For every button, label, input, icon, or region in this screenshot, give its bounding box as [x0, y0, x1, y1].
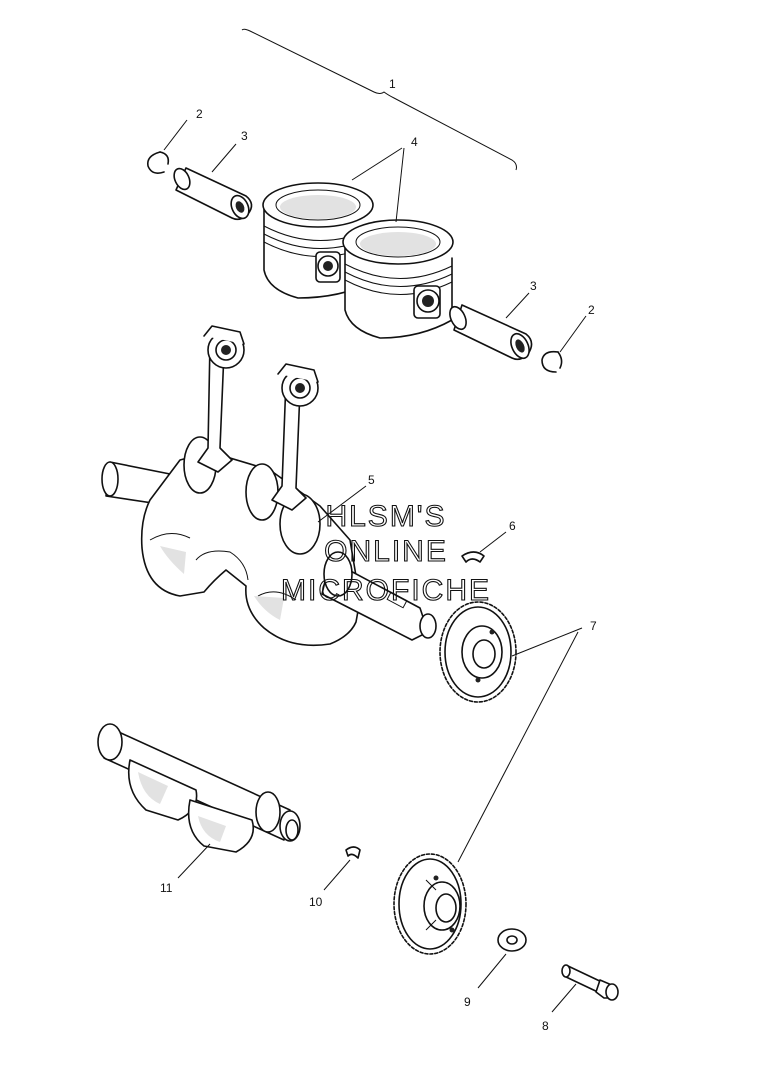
watermark-line-3: MICROFICHE [281, 574, 491, 607]
washer [497, 928, 527, 952]
callout-3-lower: 3 [530, 279, 537, 293]
callout-2-lower: 2 [588, 303, 595, 317]
circlip-upper [146, 151, 170, 174]
callout-11: 11 [160, 881, 173, 895]
crankshaft-assembly [101, 325, 437, 647]
piston-left [262, 182, 375, 299]
callout-9: 9 [464, 995, 471, 1009]
piston-pin-upper [173, 167, 253, 221]
balance-gear [393, 853, 467, 955]
woodruff-key-upper [461, 551, 485, 563]
watermark-line-1: HLSM'S [325, 500, 446, 533]
callout-7: 7 [590, 619, 597, 633]
piston-right [342, 219, 454, 339]
callout-labels: 1 2 3 4 3 2 5 6 7 11 10 9 8 [160, 77, 597, 1033]
watermark-line-2: ONLINE [324, 535, 448, 568]
balance-shaft [97, 723, 301, 853]
callout-3-upper: 3 [241, 129, 248, 143]
crank-gear [439, 601, 517, 703]
callout-2-upper: 2 [196, 107, 203, 121]
circlip-lower [541, 350, 563, 373]
callout-1: 1 [389, 77, 396, 91]
callout-6: 6 [509, 519, 516, 533]
callout-10: 10 [309, 895, 323, 909]
leader-lines [163, 119, 587, 1013]
watermark: HLSM'S ONLINE MICROFICHE [280, 499, 491, 607]
piston-kit-bracket [241, 28, 517, 171]
bolt [561, 964, 619, 1001]
callout-8: 8 [542, 1019, 549, 1033]
callout-5: 5 [368, 473, 375, 487]
callout-4: 4 [411, 135, 418, 149]
woodruff-key-lower [345, 846, 361, 859]
piston-pin-lower [449, 304, 533, 361]
